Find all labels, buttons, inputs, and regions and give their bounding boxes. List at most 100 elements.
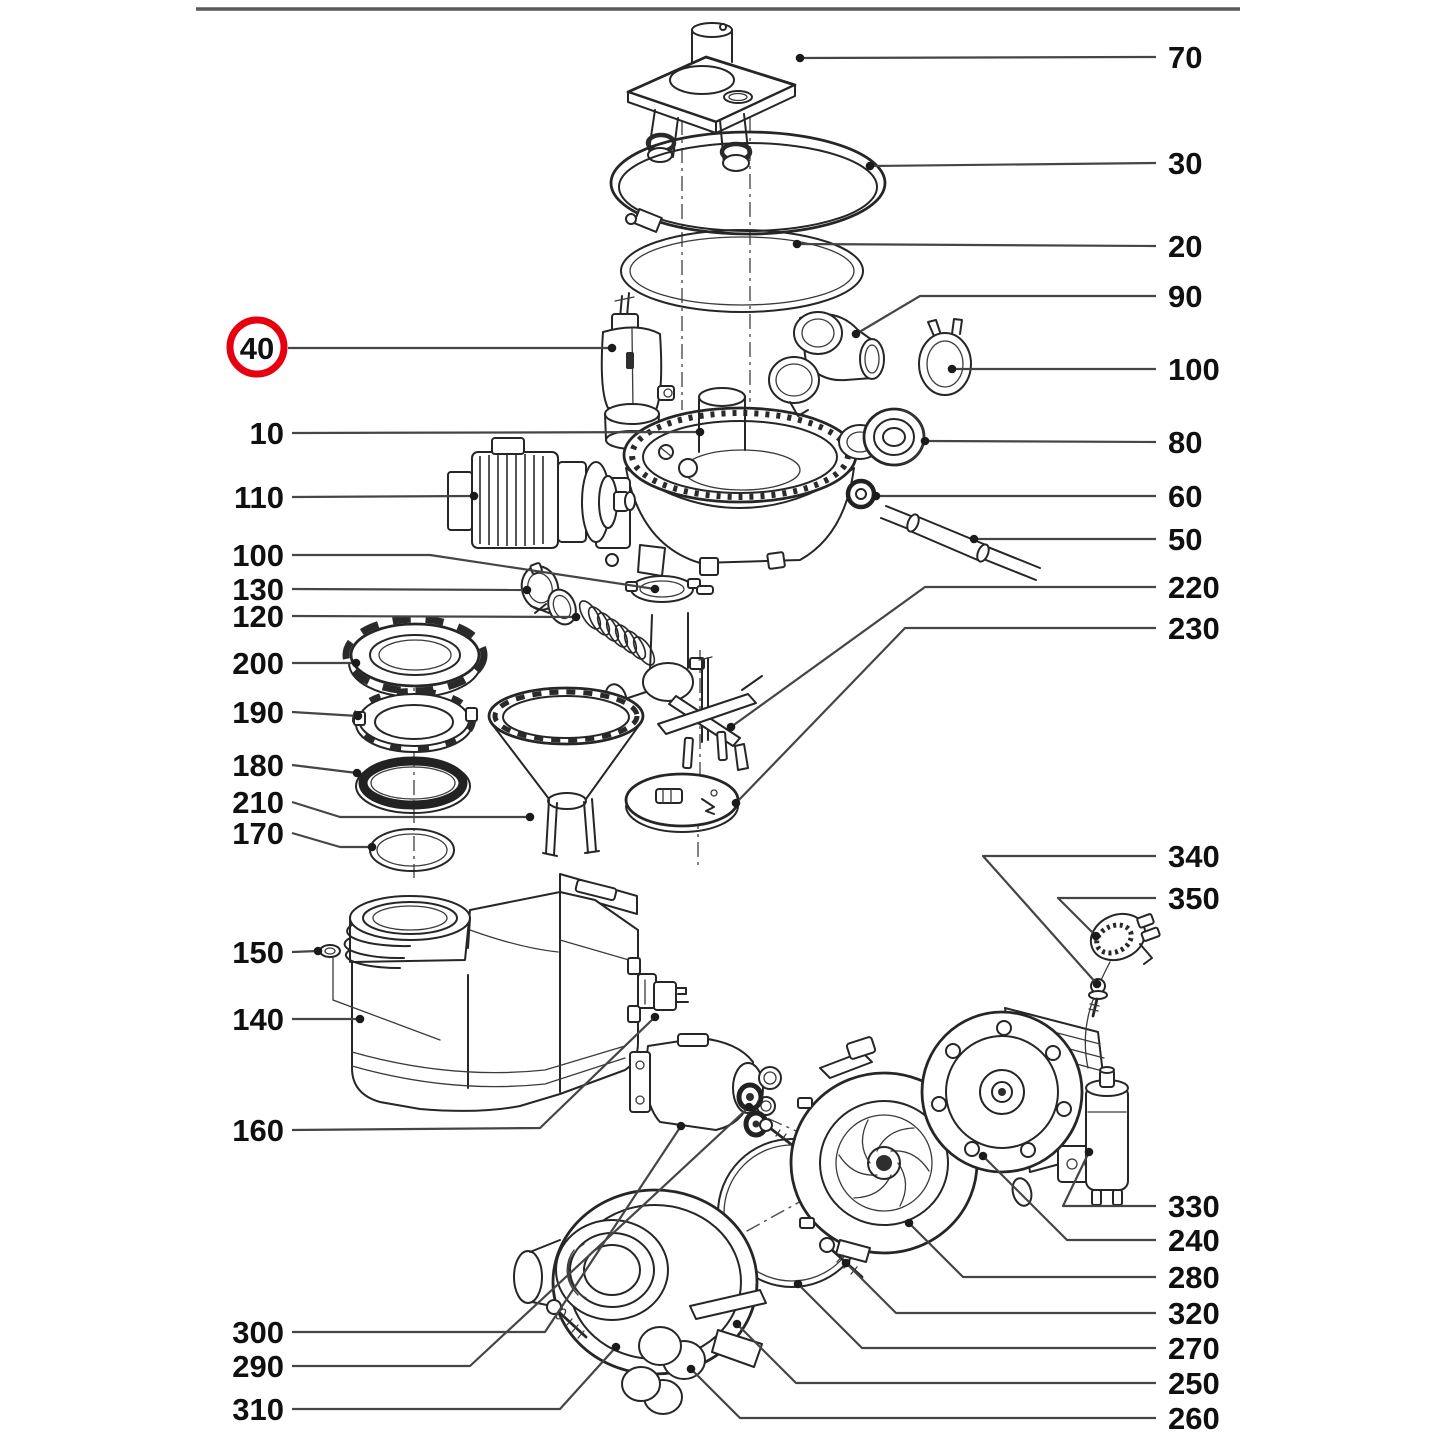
leader-dot-210 <box>525 812 535 822</box>
leader-line-240 <box>982 1155 1156 1242</box>
part-number-50: 50 <box>1168 522 1202 557</box>
part-label-220: 220 <box>726 570 1220 732</box>
part-label-320: 320 <box>841 1258 1220 1331</box>
drain-hose <box>547 588 656 666</box>
leader-dot-90 <box>851 329 861 339</box>
leader-line-120 <box>291 614 577 619</box>
leader-line-90 <box>855 294 1156 335</box>
leader-dot-220 <box>726 722 736 732</box>
inlet-valve <box>600 292 675 450</box>
leader-line-10 <box>291 430 701 435</box>
leader-line-130 <box>291 587 528 592</box>
flange-clamp <box>625 575 714 603</box>
leader-dot-230 <box>731 798 741 808</box>
filter-plate <box>624 772 740 833</box>
part-number-150: 150 <box>232 935 284 970</box>
part-number-220: 220 <box>1168 570 1220 605</box>
leader-line-340 <box>981 854 1156 985</box>
part-label-300: 300 <box>232 1121 686 1350</box>
switch-clip <box>637 973 689 1011</box>
drain-pump <box>629 1033 782 1131</box>
leader-line-190 <box>291 710 359 718</box>
hose-clamp-top <box>1089 912 1161 965</box>
leader-line-30 <box>869 161 1157 168</box>
part-number-250: 250 <box>1168 1366 1220 1401</box>
leader-dot-150 <box>313 946 323 956</box>
part-label-40: 40 <box>226 316 617 378</box>
part-number-210: 210 <box>232 785 284 820</box>
labels-layer: 4010110100130120200190180210170150140160… <box>226 40 1220 1436</box>
seal-ring <box>355 756 471 814</box>
part-number-260: 260 <box>1168 1401 1220 1436</box>
leader-line-270 <box>797 1283 1156 1350</box>
leader-line-110 <box>291 494 475 499</box>
leader-line-350 <box>1056 896 1156 937</box>
part-number-10: 10 <box>250 416 284 451</box>
part-label-100-right: 100 <box>947 352 1220 387</box>
part-label-80: 80 <box>920 425 1202 460</box>
part-label-250: 250 <box>732 1319 1220 1401</box>
leader-line-70 <box>799 55 1157 60</box>
part-number-160: 160 <box>232 1113 284 1148</box>
leader-dot-300 <box>676 1121 686 1131</box>
part-label-230: 230 <box>731 611 1220 808</box>
leader-dot-240 <box>978 1151 988 1161</box>
part-label-70: 70 <box>795 40 1202 75</box>
threaded-cap <box>342 615 488 698</box>
part-label-210: 210 <box>232 785 535 822</box>
shaft-seal <box>862 407 926 467</box>
part-number-100-right: 100 <box>1168 352 1220 387</box>
part-label-60: 60 <box>871 479 1202 514</box>
leader-dot-120 <box>571 612 581 622</box>
leader-dot-30 <box>865 161 875 171</box>
leader-dot-320 <box>841 1258 851 1268</box>
part-label-180: 180 <box>232 748 362 783</box>
sump-elbow <box>604 612 705 713</box>
capacitor <box>1084 961 1129 1206</box>
part-number-280: 280 <box>1168 1260 1220 1295</box>
leader-dot-250 <box>732 1319 742 1329</box>
leader-dot-270 <box>793 1279 803 1289</box>
part-label-240: 240 <box>978 1151 1220 1258</box>
part-number-90: 90 <box>1168 279 1202 314</box>
leader-line-320 <box>845 1262 1156 1315</box>
leader-line-160 <box>291 1016 656 1132</box>
part-number-340: 340 <box>1168 839 1220 874</box>
leader-line-230 <box>735 626 1156 804</box>
o-ring-small <box>369 828 455 872</box>
part-label-100-left: 100 <box>232 538 660 594</box>
part-number-180: 180 <box>232 748 284 783</box>
leader-dot-140 <box>355 1014 365 1024</box>
part-label-170: 170 <box>232 816 377 852</box>
part-label-350: 350 <box>1056 881 1220 941</box>
part-label-270: 270 <box>793 1279 1220 1366</box>
part-label-150: 150 <box>232 935 323 970</box>
part-label-130: 130 <box>232 572 532 607</box>
part-number-20: 20 <box>1168 229 1202 264</box>
leader-dot-40 <box>607 343 617 353</box>
part-label-200: 200 <box>232 646 361 681</box>
leader-dot-110 <box>469 491 479 501</box>
leader-dot-310 <box>611 1342 621 1352</box>
part-number-290: 290 <box>232 1349 284 1384</box>
part-label-90: 90 <box>851 279 1202 339</box>
leader-dot-60 <box>871 491 881 501</box>
leader-dot-80 <box>920 436 930 446</box>
screw-plug <box>319 944 341 958</box>
part-number-60: 60 <box>1168 479 1202 514</box>
leader-dot-100-right <box>947 364 957 374</box>
part-number-330: 330 <box>1168 1189 1220 1224</box>
part-number-270: 270 <box>1168 1331 1220 1366</box>
leader-line-250 <box>736 1323 1156 1385</box>
part-number-100-left: 100 <box>232 538 284 573</box>
leader-line-280 <box>908 1222 1156 1279</box>
leader-line-100-left <box>292 553 656 591</box>
leader-line-80 <box>924 439 1157 444</box>
part-label-50: 50 <box>969 522 1202 557</box>
sump-gasket <box>620 229 864 313</box>
part-label-290: 290 <box>232 1102 754 1384</box>
part-number-40: 40 <box>240 331 274 366</box>
part-number-110: 110 <box>234 480 284 515</box>
part-number-310: 310 <box>232 1392 284 1427</box>
